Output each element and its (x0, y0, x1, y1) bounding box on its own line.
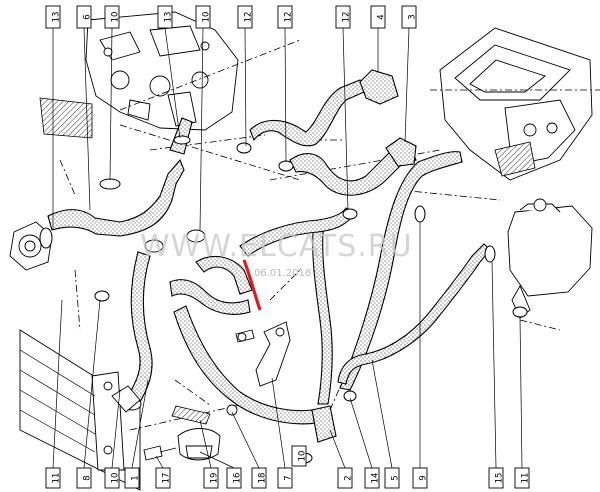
reference-lines (59, 39, 600, 431)
svg-text:5: 5 (391, 475, 401, 480)
hose-vertical (312, 223, 333, 405)
heater-unit (439, 27, 593, 181)
svg-text:19: 19 (210, 473, 220, 484)
leader-lines (52, 27, 523, 469)
callout-bottom-2: 8 (76, 467, 93, 489)
svg-text:16: 16 (233, 473, 243, 484)
hose-12a (249, 79, 365, 147)
callout-bottom-10: 10 (291, 445, 308, 467)
svg-text:9: 9 (419, 475, 429, 480)
hose-5 (339, 151, 463, 391)
callout-bottom-3: 10 (104, 467, 121, 489)
callout-bottom-14: 9 (412, 467, 429, 489)
callout-top-9: 4 (370, 5, 387, 29)
svg-text:1: 1 (131, 475, 141, 480)
svg-text:10: 10 (111, 473, 121, 484)
svg-text:17: 17 (162, 473, 172, 484)
callout-top-4: 13 (157, 5, 174, 29)
callout-top-7: 12 (277, 5, 294, 29)
svg-text:8: 8 (83, 475, 93, 480)
callout-top-1: 13 (45, 5, 62, 29)
brackets-bolts (111, 321, 291, 461)
watermark-date: 06.01.2016 (254, 268, 311, 279)
callout-top-3: 10 (104, 5, 121, 29)
callout-bottom-1: 11 (45, 467, 62, 489)
hose-1 (127, 251, 153, 403)
svg-text:12: 12 (342, 12, 352, 23)
callout-bottom-9: 7 (277, 467, 294, 489)
svg-text:3: 3 (408, 14, 418, 19)
callout-top-6: 12 (237, 5, 254, 29)
callout-bottom-12: 14 (364, 467, 381, 489)
callout-top-10: 3 (401, 5, 418, 29)
callout-bottom-15: 15 (488, 467, 505, 489)
hose-center (169, 279, 251, 315)
hose-2 (173, 305, 331, 425)
expansion-tank (507, 198, 593, 319)
svg-text:11: 11 (52, 473, 62, 484)
svg-text:12: 12 (244, 12, 254, 23)
callouts-top: 13 6 10 13 10 12 12 12 (45, 5, 418, 29)
svg-text:6: 6 (83, 14, 93, 19)
svg-text:10: 10 (298, 451, 308, 462)
svg-text:10: 10 (111, 12, 121, 23)
callout-bottom-11: 2 (337, 467, 354, 489)
svg-text:10: 10 (202, 12, 212, 23)
hoses (47, 69, 491, 443)
watermark-site: WWW.ELCATS.RU (140, 229, 413, 264)
hose-3 (385, 137, 417, 167)
callout-bottom-16: 11 (514, 467, 531, 489)
callout-bottom-8: 18 (251, 467, 268, 489)
callout-top-2: 6 (76, 5, 93, 29)
svg-text:14: 14 (371, 473, 381, 484)
hose-4 (359, 69, 399, 105)
svg-text:2: 2 (344, 475, 354, 480)
callout-bottom-6: 19 (203, 467, 220, 489)
hose-12b (289, 145, 417, 196)
callout-bottom-5: 17 (155, 467, 172, 489)
svg-text:4: 4 (377, 14, 387, 19)
callout-bottom-4: 1 (124, 467, 141, 489)
hose-15 (337, 243, 491, 385)
hose-6 (47, 158, 185, 237)
svg-text:11: 11 (521, 473, 531, 484)
svg-text:13: 13 (164, 12, 174, 23)
svg-text:15: 15 (495, 473, 505, 484)
callouts-bottom: 11 8 10 1 17 19 16 18 (45, 445, 531, 489)
svg-text:18: 18 (258, 473, 268, 484)
engine-block (85, 11, 239, 131)
radiator (19, 329, 141, 491)
svg-text:12: 12 (284, 12, 294, 23)
callout-top-8: 12 (335, 5, 352, 29)
callout-bottom-13: 5 (384, 467, 401, 489)
callout-top-5: 10 (195, 5, 212, 29)
svg-text:13: 13 (52, 12, 62, 23)
svg-text:7: 7 (284, 475, 294, 480)
callout-bottom-7: 16 (226, 467, 243, 489)
highlight-mark (242, 259, 262, 311)
